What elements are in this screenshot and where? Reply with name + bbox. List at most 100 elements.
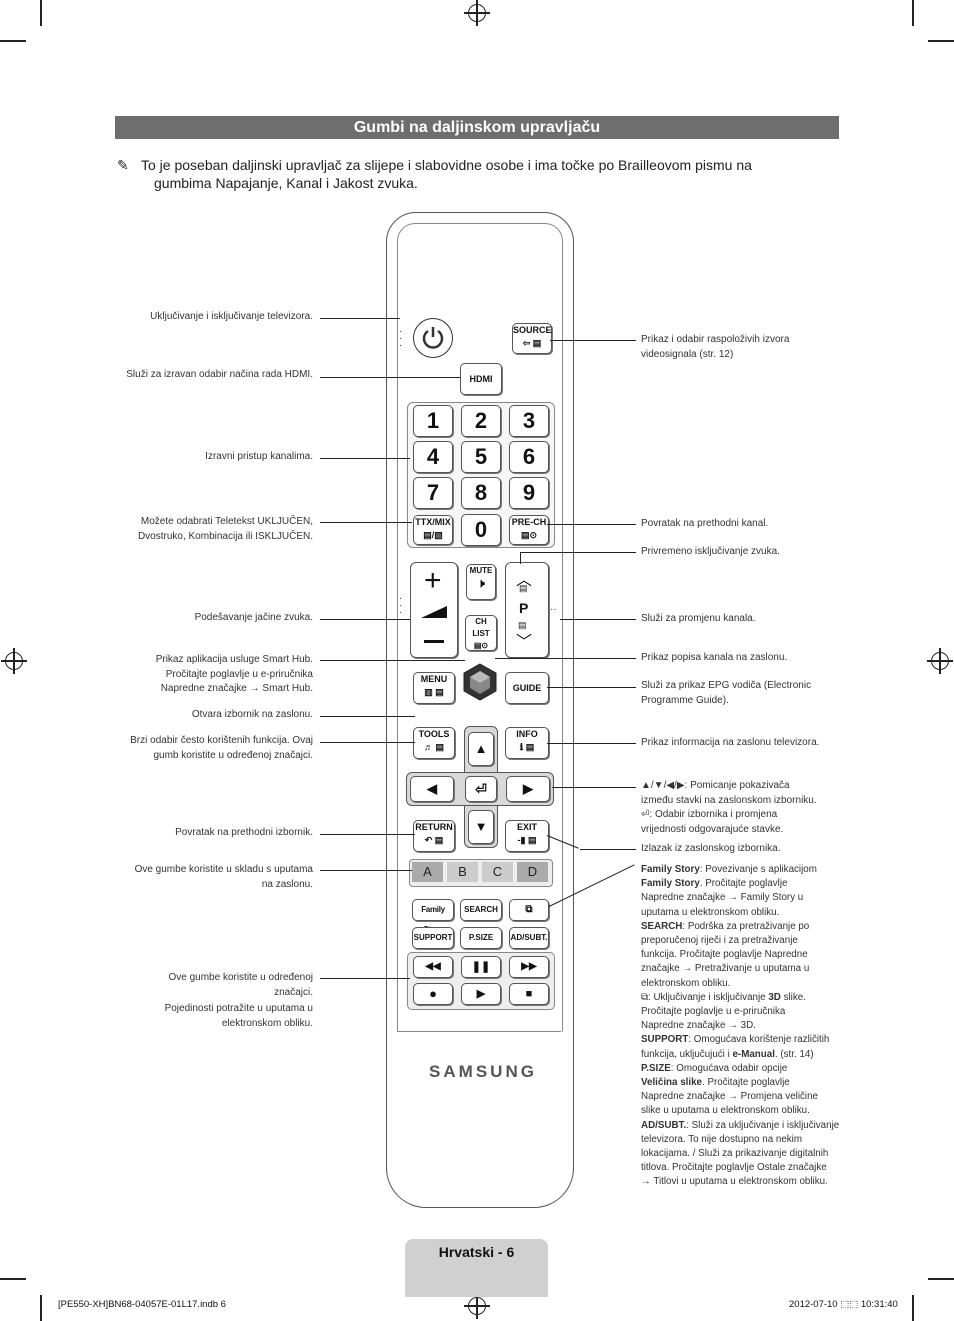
enter-button[interactable]: ⏎ (465, 776, 497, 802)
rewind-button[interactable]: ◀◀ (413, 956, 453, 978)
psize-line2: . Pročitajte poglavlje (702, 1077, 790, 1089)
menu-button[interactable]: MENU ▥ ▤ (413, 672, 455, 704)
d3-line1c: slike. (780, 991, 806, 1003)
psize-line3: Napredne značajke → Promjena veličine (641, 1091, 818, 1103)
arrow-right-button[interactable]: ▶ (506, 776, 550, 802)
digit-8-button[interactable]: 8 (461, 477, 501, 509)
p-size-button[interactable]: P.SIZE (460, 927, 502, 949)
prech-icon: ▤⊙ (520, 530, 538, 540)
leader-line (320, 522, 412, 523)
leader-line (547, 524, 636, 525)
digit-0-button[interactable]: 0 (461, 514, 501, 546)
label-arrows-line2: između stavki na zaslonskom izborniku. (641, 794, 817, 806)
tools-button[interactable]: TOOLS ♬ ▤ (413, 727, 455, 759)
info-button[interactable]: INFO ℹ ▤ (505, 727, 549, 759)
channel-rocker[interactable] (505, 562, 549, 658)
fs-line1: : Povezivanje s aplikacijom (699, 864, 817, 875)
teletext-icon: ▤/▧ (423, 530, 443, 540)
return-icon: ↶ ▤ (424, 835, 444, 845)
label-smarthub-line3: Napredne značajke → Smart Hub. (160, 683, 313, 694)
d3-term: 3D (768, 991, 781, 1003)
digit-7-button[interactable]: 7 (413, 477, 453, 509)
key-c-button[interactable]: C (482, 862, 513, 882)
digit-5-button[interactable]: 5 (461, 441, 501, 473)
arrow-down-button[interactable]: ▼ (468, 810, 494, 844)
guide-button[interactable]: GUIDE (505, 672, 549, 704)
fs-term2: Family Story (641, 878, 700, 890)
source-label: SOURCE (513, 325, 552, 335)
power-button[interactable] (413, 318, 453, 358)
digit-4-button[interactable]: 4 (413, 441, 453, 473)
3d-button[interactable]: ⧉ (509, 899, 549, 921)
page-tab (405, 1239, 548, 1297)
menu-label: MENU (420, 674, 448, 684)
ad-subt-button[interactable]: AD/SUBT. (509, 927, 549, 949)
channel-up-icon[interactable]: ︿ (516, 572, 533, 589)
registration-mark-icon (1, 648, 27, 674)
digit-1-button[interactable]: 1 (413, 405, 453, 437)
label-guide: Služi za prikaz EPG vodiča (Electronic P… (641, 679, 841, 708)
key-a-button[interactable]: A (412, 862, 443, 882)
stop-icon: ■ (525, 988, 533, 1000)
source-button[interactable]: SOURCE ⇦ ▤ (512, 323, 552, 354)
key-d-button[interactable]: D (517, 862, 548, 882)
braille-dots: ··· (399, 326, 403, 351)
search-term: SEARCH (641, 920, 683, 932)
3d-small-icon: ⧉ (641, 991, 648, 1003)
label-function-keys: Family Story: Povezivanje s aplikacijom … (641, 863, 846, 1190)
return-button[interactable]: RETURN ↶ ▤ (413, 820, 455, 852)
label-source: Prikaz i odabir raspoloživih izvora vide… (641, 333, 841, 362)
support-button[interactable]: SUPPORT (412, 927, 454, 949)
digit-3-button[interactable]: 3 (509, 405, 549, 437)
crop-mark (0, 40, 26, 42)
braille-dots: ··· (399, 593, 403, 618)
hdmi-button[interactable]: HDMI (460, 363, 502, 395)
leader-line (320, 377, 460, 378)
registration-mark-icon (927, 648, 953, 674)
remote-divider (397, 1031, 561, 1032)
digit-6-button[interactable]: 6 (509, 441, 549, 473)
volume-up-icon[interactable]: + (424, 564, 442, 597)
fs-term: Family Story (641, 864, 700, 875)
chlist-label: CH LIST (472, 617, 490, 638)
pre-ch-button[interactable]: PRE-CH ▤⊙ (509, 515, 549, 545)
arrow-up-button[interactable]: ▲ (468, 732, 494, 766)
key-b-button[interactable]: B (447, 862, 478, 882)
3d-icon: ⧉ (525, 904, 533, 915)
fast-forward-button[interactable]: ▶▶ (509, 956, 549, 978)
play-button[interactable]: ▶ (461, 983, 501, 1005)
label-channel: Služi za promjenu kanala. (641, 613, 756, 624)
enter-small-icon: ⏎ (641, 809, 650, 820)
channel-p-label: P (519, 600, 529, 616)
record-button[interactable]: ● (413, 983, 453, 1005)
label-source-line1: Prikaz i odabir raspoloživih izvora (641, 334, 790, 345)
leader-line (320, 742, 415, 743)
leader-line (320, 660, 465, 661)
channel-info-icon: ▤ (519, 583, 528, 593)
exit-button[interactable]: EXIT -▮ ▤ (505, 820, 549, 852)
fs-line3: Napredne značajke → Family Story u (641, 892, 804, 904)
family-story-button[interactable]: Family Story (412, 899, 454, 934)
d3-line1a: : Uključivanje i isključivanje (648, 991, 769, 1003)
remote-inner-panel (397, 223, 563, 1032)
leader-line (495, 658, 636, 659)
digit-2-button[interactable]: 2 (461, 405, 501, 437)
emanual-term: e-Manual (732, 1048, 775, 1060)
label-tools: Brzi odabir često korištenih funkcija. O… (113, 734, 313, 763)
arrow-left-button[interactable]: ◀ (410, 776, 454, 802)
label-ttx-line2: Dvostruko, Kombinacija ili ISKLJUČEN. (137, 530, 313, 542)
channel-down-icon[interactable]: ﹀ (516, 634, 533, 651)
mute-button[interactable]: MUTE 🕨 (466, 564, 496, 600)
stop-button[interactable]: ■ (509, 983, 549, 1005)
smart-hub-button[interactable] (463, 663, 497, 701)
pause-button[interactable]: ❚❚ (461, 956, 501, 978)
volume-down-icon[interactable] (424, 640, 444, 643)
ttx-mix-button[interactable]: TTX/MIX ▤/▧ (413, 515, 453, 545)
label-info: Prikaz informacija na zaslonu televizora… (641, 737, 820, 748)
crop-mark (40, 0, 42, 26)
leader-line (560, 619, 636, 620)
digit-9-button[interactable]: 9 (509, 477, 549, 509)
search-button[interactable]: SEARCH (460, 899, 502, 921)
crop-mark (912, 1295, 914, 1321)
ch-list-button[interactable]: CH LIST ▤⊙ (465, 615, 497, 651)
